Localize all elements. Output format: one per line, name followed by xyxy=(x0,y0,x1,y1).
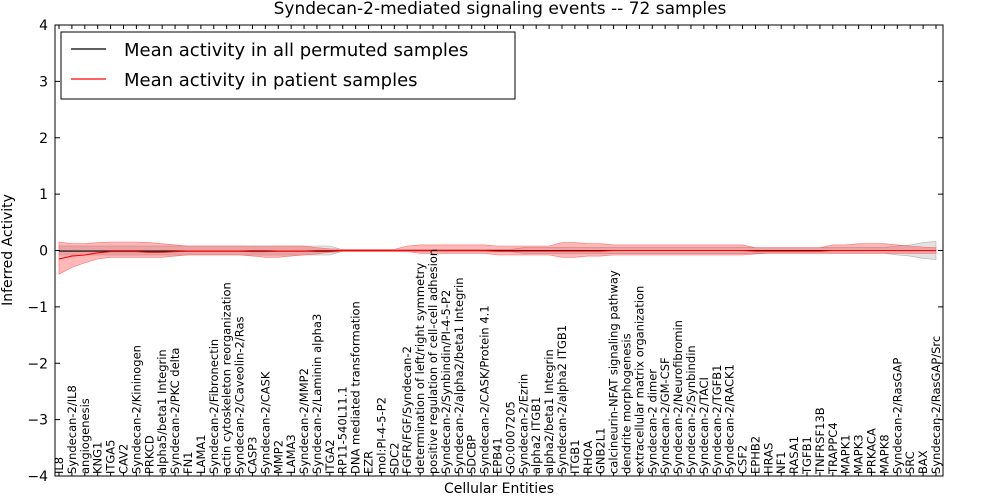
y-tick-label: 2 xyxy=(39,131,48,147)
x-tick-label: Syndecan-2/RACK1 xyxy=(723,364,737,474)
x-tick-label: DNA mediated transformation xyxy=(349,301,363,474)
x-tick-label: EZR xyxy=(362,451,376,474)
x-tick-label: SDC2 xyxy=(387,442,401,474)
x-tick-label: alpha2 ITGB1 xyxy=(529,397,543,474)
x-tick-label: FGFR/FGF/Syndecan-2 xyxy=(400,346,414,474)
x-tick-label: IL8 xyxy=(52,457,66,474)
legend-label-permuted: Mean activity in all permuted samples xyxy=(124,40,468,61)
x-tick-label: FN1 xyxy=(181,451,195,474)
x-tick-label: alpha2/beta1 Integrin xyxy=(542,349,556,474)
x-tick-label: ITGA2 xyxy=(323,439,337,474)
x-tick-label: EPHB2 xyxy=(748,436,762,474)
x-tick-label: LAMA1 xyxy=(194,434,208,474)
x-tick-label: GNB2L1 xyxy=(594,428,608,474)
x-tick-label: Syndecan-2/TACI xyxy=(697,377,711,474)
x-tick-label: ITGA5 xyxy=(104,439,118,474)
x-tick-label: ITGB1 xyxy=(568,439,582,474)
x-tick-label: Syndecan-2/GM-CSF xyxy=(658,357,672,474)
x-tick-label: CSF2 xyxy=(736,445,750,474)
x-tick-label: Syndecan-2/PKC delta xyxy=(168,348,182,474)
x-tick-label: Syndecan-2/MMP2 xyxy=(297,368,311,474)
x-tick-label: RASA1 xyxy=(787,436,801,474)
x-tick-label: MAPK8 xyxy=(877,434,891,474)
x-tick-label: angiogenesis xyxy=(78,398,92,474)
line-series-1 xyxy=(58,249,936,260)
x-tick-label: Syndecan-2/Neurofibromin xyxy=(671,320,685,474)
x-tick-label: SRC xyxy=(903,451,917,474)
x-tick-label: Syndecan-2/Caveolin-2/Ras xyxy=(233,316,247,474)
x-tick-label: TNFRSF13B xyxy=(813,407,827,475)
x-tick-label: Syndecan-2/Synbindin/PI-4-5-P2 xyxy=(439,290,453,474)
y-axis-title: Inferred Activity xyxy=(0,194,16,306)
x-tick-label: Syndecan-2/Ezrin xyxy=(516,374,530,474)
x-tick-label: actin cytoskeleton reorganization xyxy=(220,282,234,474)
x-tick-label: LAMA3 xyxy=(284,434,298,474)
x-tick-label: Syndecan-2/alpha2 ITGB1 xyxy=(555,325,569,474)
y-tick-label: 3 xyxy=(39,74,48,90)
y-tick-label: 4 xyxy=(39,18,48,34)
x-tick-label: HRAS xyxy=(761,443,775,474)
chart-title: Syndecan-2-mediated signaling events -- … xyxy=(274,0,727,19)
x-tick-label: determination of left/right symmetry xyxy=(413,263,427,474)
x-tick-label: MMP2 xyxy=(271,440,285,474)
x-tick-label: calcineurin-NFAT signaling pathway xyxy=(607,270,621,474)
y-tick-label: −2 xyxy=(27,356,48,372)
x-tick-label: BAX xyxy=(916,450,930,474)
x-tick-label: positive regulation of cell-cell adhesio… xyxy=(426,249,440,474)
x-tick-label: PRKACA xyxy=(865,428,879,474)
x-tick-label: Syndecan-2/Fibronectin xyxy=(207,339,221,474)
x-tick-label: Syndecan-2/Kininogen xyxy=(129,345,143,474)
legend: Mean activity in all permuted samples Me… xyxy=(60,31,516,100)
y-tick-label: −3 xyxy=(27,413,48,429)
x-tick-label: Syndecan-2/TGFB1 xyxy=(710,365,724,475)
legend-label-patient: Mean activity in patient samples xyxy=(124,70,418,91)
y-tick-label: −4 xyxy=(27,469,48,485)
series-lines xyxy=(58,249,936,260)
x-tick-label: Syndecan-2 dimer xyxy=(645,369,659,474)
y-tick-label: 0 xyxy=(39,244,48,260)
x-tick-label: SDCBP xyxy=(465,435,479,474)
x-tick-label: Syndecan-2/CASK/Protein 4.1 xyxy=(478,305,492,474)
x-tick-label: Syndecan-2/RasGAP xyxy=(890,358,904,474)
y-tick-label: −1 xyxy=(27,300,48,316)
band-series-1 xyxy=(58,241,937,275)
x-tick-label: Syndecan-2/RasGAP/Src xyxy=(929,336,943,474)
x-tick-label: extracellular matrix organization xyxy=(632,286,646,474)
y-tick-label: 1 xyxy=(39,187,48,203)
x-tick-label: TRAPPC4 xyxy=(826,422,840,475)
x-tick-label: Syndecan-2/Laminin alpha3 xyxy=(310,314,324,474)
x-tick-label: KNG1 xyxy=(91,442,105,474)
x-axis-title: Cellular Entities xyxy=(444,481,554,497)
x-tick-label: RHOA xyxy=(581,441,595,474)
x-tick-label: Syndecan-2/IL8 xyxy=(65,385,79,474)
x-tick-label: CASP3 xyxy=(246,437,260,474)
x-tick-label: TGFB1 xyxy=(800,436,814,475)
x-tick-label: RP11-540L11.1 xyxy=(336,386,350,474)
x-tick-label: GO:0007205 xyxy=(503,401,517,474)
x-tick-label: MAPK3 xyxy=(852,434,866,474)
y-axis: 4 3 2 1 0 −1 −2 −3 −4 xyxy=(27,18,943,485)
legend-box xyxy=(60,31,516,100)
x-tick-label: alpha5/beta1 Integrin xyxy=(155,349,169,474)
x-tick-label: NF1 xyxy=(774,451,788,474)
x-tick-label: Syndecan-2/Synbindin xyxy=(684,345,698,474)
x-tick-label: EPB41 xyxy=(491,437,505,474)
x-tick-label: CAV2 xyxy=(117,444,131,474)
x-axis: IL8Syndecan-2/IL8angiogenesisKNG1ITGA5CA… xyxy=(52,25,943,476)
x-tick-label: PRKCD xyxy=(142,435,156,474)
x-tick-label: MAPK1 xyxy=(839,434,853,474)
x-tick-label: Syndecan-2/CASK xyxy=(258,371,272,474)
x-tick-label: dendrite morphogenesis xyxy=(620,333,634,474)
confidence-bands xyxy=(58,241,937,275)
x-tick-label: Syndecan-2/alpha2/beta1 Integrin xyxy=(452,277,466,474)
x-tick-label: mol:PI-4-5-P2 xyxy=(374,397,388,474)
